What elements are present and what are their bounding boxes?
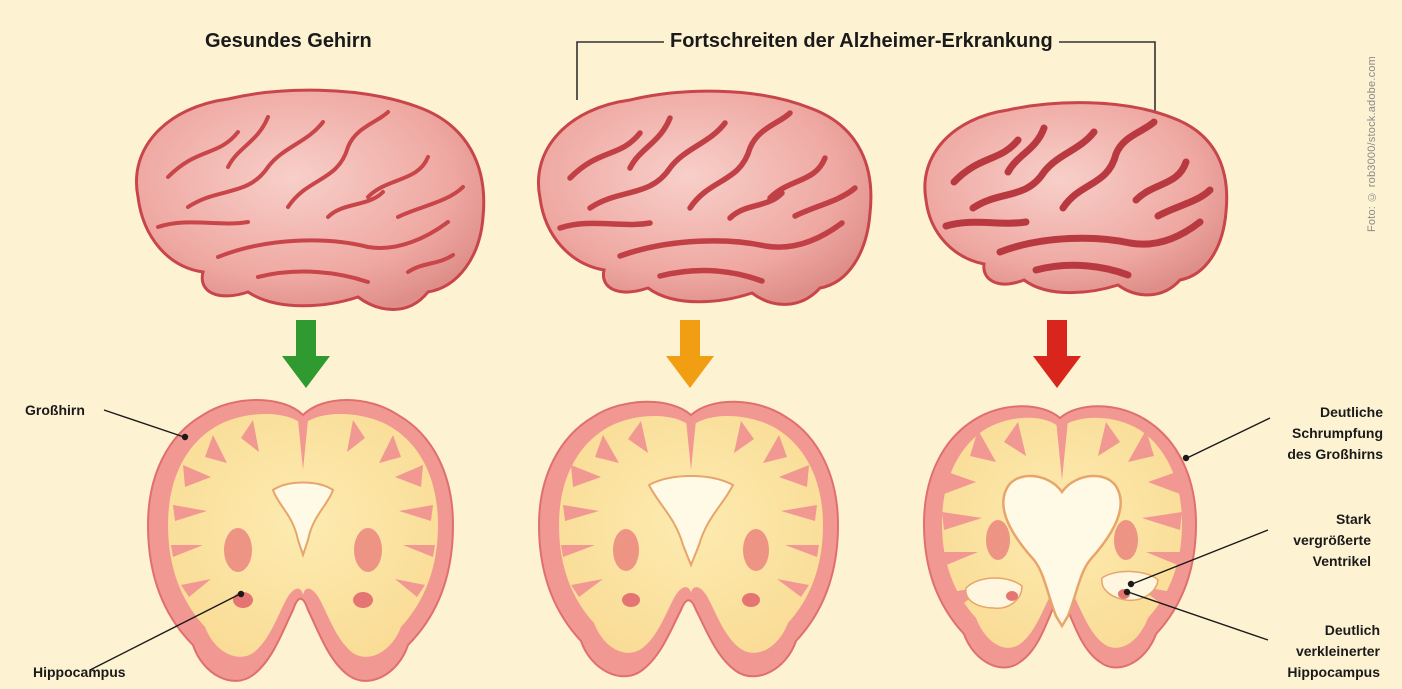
label-reduced-hippocampus-line-1: Deutlich [1240,620,1380,641]
label-cerebrum-shrinkage-line-3: des Großhirns [1240,444,1383,465]
moderate-brain-coronal [539,402,838,677]
arrow-healthy [282,320,330,388]
title-alzheimer-progression: Fortschreiten der Alzheimer-Erkrankung [664,30,1059,53]
severe-brain-lateral [925,103,1227,295]
healthy-brain-coronal [148,400,453,681]
label-enlarged-ventricles-line-1: Stark [1240,509,1371,530]
severe-brain-coronal [924,406,1196,667]
label-cerebrum-shrinkage-line-1: Deutliche [1240,402,1383,423]
label-enlarged-ventricles-line-3: Ventrikel [1240,551,1371,572]
label-cerebrum-shrinkage: Deutliche Schrumpfung des Großhirns [1240,402,1383,465]
label-enlarged-ventricles: Stark vergrößerte Ventrikel [1240,509,1371,572]
label-cerebrum: Großhirn [25,400,85,421]
arrow-moderate [666,320,714,388]
moderate-brain-lateral [538,91,870,304]
label-reduced-hippocampus-line-3: Hippocampus [1240,662,1380,683]
healthy-brain-lateral [136,90,483,309]
arrow-severe [1033,320,1081,388]
label-enlarged-ventricles-line-2: vergrößerte [1240,530,1371,551]
label-reduced-hippocampus: Deutlich verkleinerter Hippocampus [1240,620,1380,683]
label-hippocampus: Hippocampus [33,662,126,683]
label-cerebrum-shrinkage-line-2: Schrumpfung [1240,423,1383,444]
label-reduced-hippocampus-line-2: verkleinerter [1240,641,1380,662]
leader-cerebrum [104,410,184,437]
photo-credit: Foto: © rob3000/stock.adobe.com [1366,12,1390,232]
title-healthy-brain: Gesundes Gehirn [205,30,372,53]
